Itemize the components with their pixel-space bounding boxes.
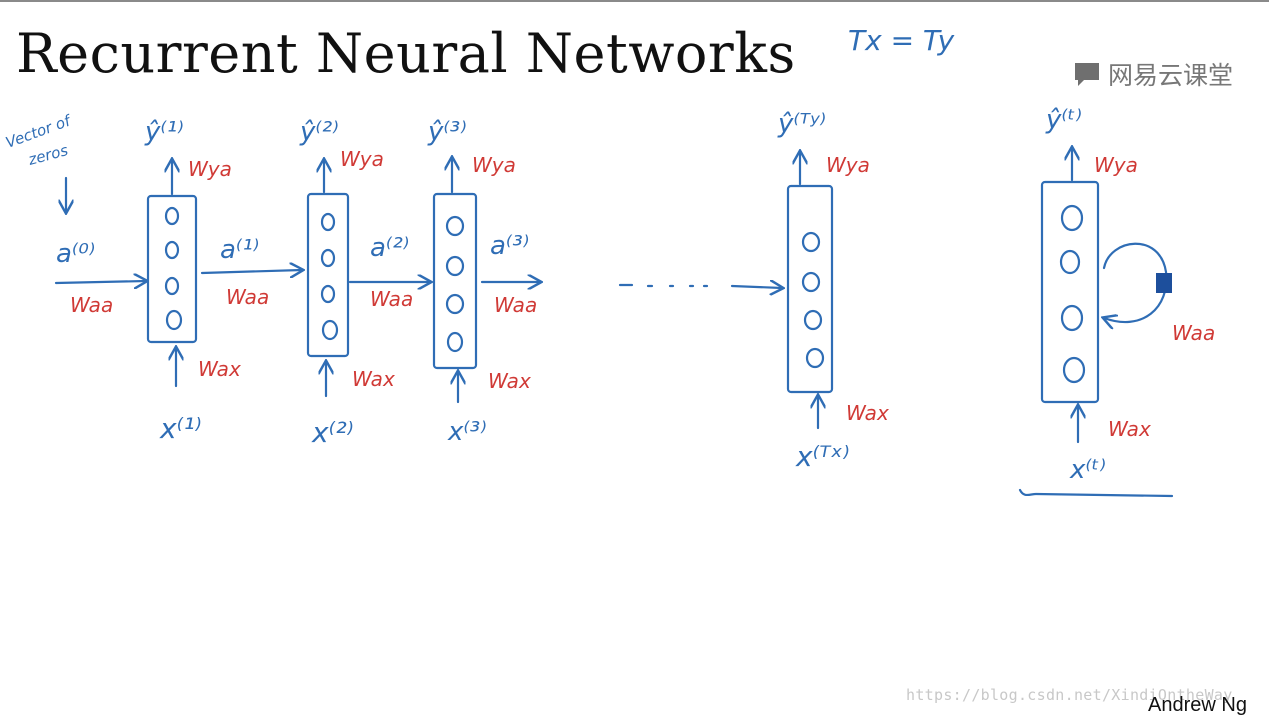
cell-3-box: [432, 192, 478, 370]
activation-1-arrow: [200, 270, 302, 273]
rolled-cell-unit: [1060, 304, 1084, 332]
wya-label-2: Wya: [340, 147, 384, 171]
top-border-line: [0, 0, 1269, 2]
slide-title: Recurrent Neural Networks: [16, 22, 796, 85]
cell-3-unit: [445, 293, 465, 315]
cell-ty-unit: [801, 271, 821, 293]
netease-cloud-classroom-logo: 网易云课堂: [1072, 56, 1233, 92]
recurrent-loop-arrow: [1104, 242, 1168, 322]
rolled-cell-unit: [1060, 204, 1084, 232]
cell-3-output-label: ŷ⁽³⁾: [427, 117, 467, 147]
cell-2-input-label: x⁽²⁾: [311, 416, 354, 449]
activation-2-label: a⁽²⁾: [370, 233, 409, 263]
cell-2-unit: [320, 248, 336, 268]
cell-ty-box: [786, 184, 834, 394]
rnn-cell-3: ŷ⁽³⁾ x⁽³⁾ Wya Wax: [427, 117, 531, 447]
waa-label-1: Waa: [226, 285, 269, 309]
cell-2-unit: [320, 284, 336, 304]
activation-1-label: a⁽¹⁾: [220, 235, 259, 265]
cell-ty-unit: [805, 347, 825, 369]
cell-3-unit: [445, 255, 465, 277]
wax-label-ty: Wax: [846, 401, 889, 425]
rolled-input-label: x⁽ᵗ⁾: [1069, 455, 1106, 485]
note-zeros: zeros: [25, 141, 70, 169]
author-credit: Andrew Ng: [1148, 694, 1247, 716]
recurrent-delay-marker: [1156, 273, 1172, 293]
cell-1-unit: [164, 240, 180, 260]
wax-label-rolled: Wax: [1108, 417, 1151, 441]
cell-1-input-label: x⁽¹⁾: [159, 412, 202, 445]
blog-watermark: https://blog.csdn.net/XindiOntheWay: [906, 686, 1233, 704]
cell-2-box: [306, 192, 350, 358]
cell-3-unit: [445, 215, 465, 237]
cell-2-unit: [320, 212, 336, 232]
waa-label-0: Waa: [70, 293, 113, 317]
cell-1-unit: [165, 309, 183, 331]
cell-ty-output-label: ŷ⁽ᵀʸ⁾: [777, 109, 826, 139]
cell-3-input-label: x⁽³⁾: [447, 417, 487, 447]
rolled-cell-unit: [1062, 356, 1086, 384]
logo-text: 网易云课堂: [1108, 61, 1234, 90]
speech-bubble-icon: [1075, 63, 1099, 86]
cell-1-unit: [164, 206, 180, 226]
init-activation-label: a⁽⁰⁾: [56, 239, 95, 269]
rnn-cell-2: ŷ⁽²⁾ x⁽²⁾ Wya Wax: [299, 117, 395, 449]
rolled-cell-box: [1040, 180, 1100, 404]
cell-3-unit: [446, 331, 464, 353]
cell-2-output-label: ŷ⁽²⁾: [299, 117, 339, 147]
activation-ty-arrow: [730, 286, 782, 288]
waa-label-rolled: Waa: [1172, 321, 1215, 345]
rolled-output-label: ŷ⁽ᵗ⁾: [1045, 105, 1082, 135]
wax-label-3: Wax: [488, 369, 531, 393]
waa-label-2: Waa: [370, 287, 413, 311]
wax-label-2: Wax: [352, 367, 395, 391]
init-activation-arrow: [54, 281, 146, 283]
rolled-cell-unit: [1059, 249, 1081, 275]
equation-tx-ty: Tx = Ty: [848, 24, 955, 57]
wya-label-3: Wya: [472, 153, 516, 177]
waa-label-3: Waa: [494, 293, 537, 317]
rnn-cell-1: ŷ⁽¹⁾ x⁽¹⁾ Wya Wax: [144, 117, 241, 445]
cell-1-box: [146, 194, 198, 344]
rnn-cell-ty: ŷ⁽ᵀʸ⁾ x⁽ᵀˣ⁾ Wya Wax: [777, 109, 889, 473]
wya-label-ty: Wya: [826, 153, 870, 177]
cell-1-unit: [164, 276, 180, 296]
underline-stroke: [1018, 488, 1174, 498]
cell-1-output-label: ŷ⁽¹⁾: [144, 117, 184, 147]
rolled-rnn-cell: ŷ⁽ᵗ⁾ x⁽ᵗ⁾ Wya Wax Waa: [1018, 105, 1215, 498]
cell-ty-input-label: x⁽ᵀˣ⁾: [795, 440, 850, 473]
activation-3-label: a⁽³⁾: [490, 231, 529, 261]
cell-ty-unit: [801, 231, 821, 253]
cell-2-unit: [321, 319, 339, 341]
wya-label-1: Wya: [188, 157, 232, 181]
wax-label-1: Wax: [198, 357, 241, 381]
ellipsis-dots: [618, 283, 709, 288]
wya-label-rolled: Wya: [1094, 153, 1138, 177]
cell-ty-unit: [803, 309, 823, 331]
